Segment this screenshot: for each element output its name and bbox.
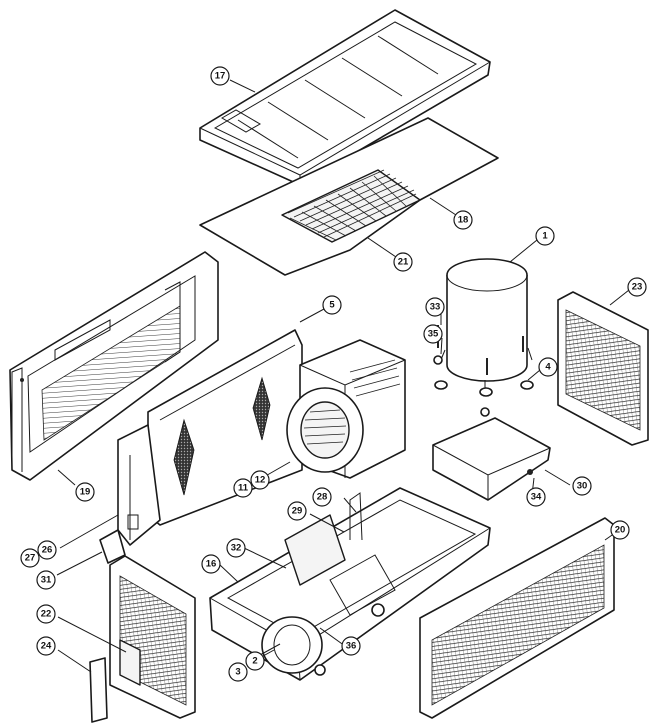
svg-text:30: 30 bbox=[577, 481, 588, 492]
svg-text:3: 3 bbox=[235, 667, 240, 678]
svg-text:28: 28 bbox=[317, 492, 328, 503]
callout-16: 16 bbox=[201, 554, 221, 574]
svg-text:11: 11 bbox=[238, 483, 249, 494]
leader-lines bbox=[56, 79, 630, 673]
callout-11: 11 bbox=[233, 478, 253, 498]
svg-text:29: 29 bbox=[292, 506, 303, 517]
callout-1: 1 bbox=[535, 226, 555, 246]
callout-23: 23 bbox=[627, 277, 647, 297]
svg-text:26: 26 bbox=[42, 545, 53, 556]
svg-text:16: 16 bbox=[206, 559, 217, 570]
callout-29: 29 bbox=[287, 501, 307, 521]
callout-17: 17 bbox=[210, 66, 230, 86]
svg-text:17: 17 bbox=[215, 71, 226, 82]
callout-19: 19 bbox=[75, 482, 95, 502]
svg-text:23: 23 bbox=[632, 282, 643, 293]
svg-text:19: 19 bbox=[80, 487, 91, 498]
svg-text:33: 33 bbox=[430, 302, 441, 313]
svg-text:20: 20 bbox=[615, 525, 626, 536]
callout-12: 12 bbox=[250, 470, 270, 490]
callout-21: 21 bbox=[393, 252, 413, 272]
top-cover bbox=[199, 9, 491, 186]
callout-28: 28 bbox=[312, 487, 332, 507]
callout-18: 18 bbox=[453, 210, 473, 230]
svg-text:34: 34 bbox=[531, 492, 542, 503]
svg-text:5: 5 bbox=[329, 300, 335, 311]
compressor-base-plate bbox=[432, 407, 551, 501]
callout-22: 22 bbox=[36, 604, 56, 624]
svg-text:4: 4 bbox=[545, 362, 551, 373]
svg-text:22: 22 bbox=[41, 609, 52, 620]
base-pan bbox=[209, 487, 491, 681]
svg-text:31: 31 bbox=[41, 575, 52, 586]
callout-24: 24 bbox=[36, 636, 56, 656]
callout-36: 36 bbox=[341, 636, 361, 656]
callout-26: 26 bbox=[37, 540, 57, 560]
front-grille bbox=[419, 517, 615, 719]
callout-27: 27 bbox=[20, 548, 40, 568]
callout-3: 3 bbox=[228, 662, 248, 682]
callout-4: 4 bbox=[538, 357, 558, 377]
callout-33: 33 bbox=[425, 297, 445, 317]
svg-text:21: 21 bbox=[398, 257, 409, 268]
left-coil-panel bbox=[9, 251, 219, 481]
callout-34: 34 bbox=[526, 487, 546, 507]
callout-2: 2 bbox=[245, 651, 265, 671]
compressor bbox=[433, 258, 534, 397]
svg-text:32: 32 bbox=[231, 543, 242, 554]
left-front-grille bbox=[99, 529, 196, 719]
callout-5: 5 bbox=[322, 295, 342, 315]
callout-31: 31 bbox=[36, 570, 56, 590]
blower-housing bbox=[286, 339, 406, 479]
right-side-grille bbox=[557, 291, 649, 446]
svg-text:18: 18 bbox=[458, 215, 469, 226]
svg-text:1: 1 bbox=[542, 231, 548, 242]
rack-grille bbox=[281, 169, 421, 243]
callout-32: 32 bbox=[226, 538, 246, 558]
callout-35: 35 bbox=[423, 324, 443, 344]
svg-text:35: 35 bbox=[428, 329, 439, 340]
svg-text:24: 24 bbox=[41, 641, 52, 652]
callout-30: 30 bbox=[572, 476, 592, 496]
svg-text:27: 27 bbox=[25, 553, 36, 564]
svg-text:12: 12 bbox=[255, 475, 266, 486]
svg-text:2: 2 bbox=[252, 656, 257, 667]
callout-20: 20 bbox=[610, 520, 630, 540]
small-cover-plate bbox=[89, 657, 108, 723]
svg-text:36: 36 bbox=[346, 641, 357, 652]
